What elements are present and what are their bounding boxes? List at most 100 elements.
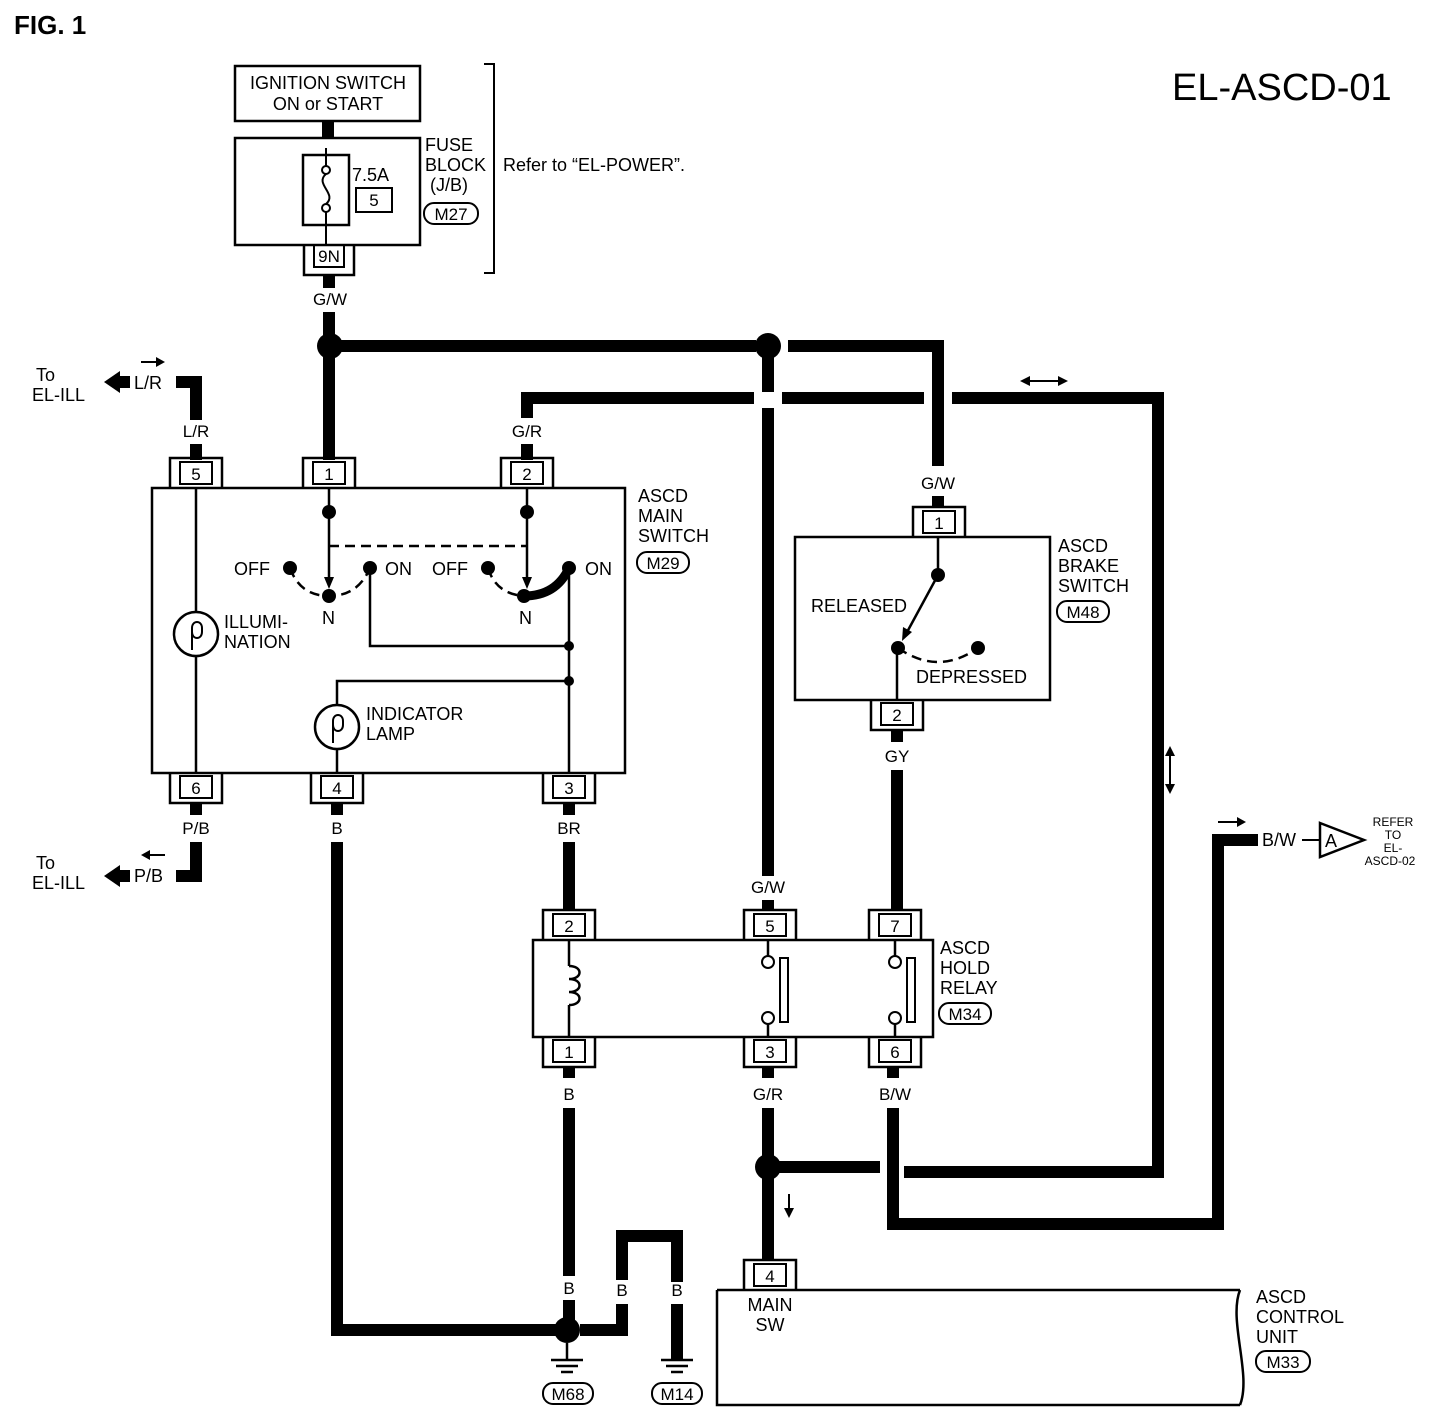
wire-label-bw-relay: B/W bbox=[879, 1085, 911, 1104]
svg-text:3: 3 bbox=[765, 1043, 774, 1062]
brake-switch-line2: BRAKE bbox=[1058, 556, 1119, 576]
relay-pin-2: 2 bbox=[541, 908, 597, 940]
to-ill-bottom-line2: EL-ILL bbox=[32, 873, 85, 893]
svg-text:5: 5 bbox=[191, 465, 200, 484]
ignition-line2: ON or START bbox=[273, 94, 383, 114]
to-ill-bottom-line1: To bbox=[36, 853, 55, 873]
direction-arrow-lr-icon bbox=[141, 357, 165, 367]
svg-text:6: 6 bbox=[191, 779, 200, 798]
fuse-number: 5 bbox=[369, 191, 378, 210]
document-id: EL-ASCD-01 bbox=[1172, 67, 1392, 109]
arrow-to-el-ill-top-icon bbox=[104, 371, 120, 393]
wire-label-b-ground-1: B bbox=[563, 1279, 574, 1298]
wire-label-b-relay: B bbox=[563, 1085, 574, 1104]
wire-label-lr-ext: L/R bbox=[134, 373, 162, 393]
svg-text:9N: 9N bbox=[318, 247, 340, 266]
switch-left-on: ON bbox=[385, 559, 412, 579]
wire-label-gr-top: G/R bbox=[512, 422, 542, 441]
svg-text:1: 1 bbox=[934, 514, 943, 533]
wire-label-bw-ext: B/W bbox=[1262, 830, 1296, 850]
ascd-brake-switch: 1 2 RELEASED DEPRESSED ASCD BRAKE SWITCH… bbox=[793, 505, 1129, 732]
relay-pin-5: 5 bbox=[742, 908, 798, 940]
fuse-block-line1: FUSE bbox=[425, 135, 473, 155]
ground-symbol-m68: M68 bbox=[542, 1358, 594, 1405]
ground-symbol-m14: M14 bbox=[651, 1358, 703, 1405]
main-switch-pin-1: 1 bbox=[301, 456, 357, 488]
main-switch-line1: ASCD bbox=[638, 486, 688, 506]
relay-line1: ASCD bbox=[940, 938, 990, 958]
brake-switch-line3: SWITCH bbox=[1058, 576, 1129, 596]
control-unit-main-sw-line1: MAIN bbox=[748, 1295, 793, 1315]
svg-text:2: 2 bbox=[892, 706, 901, 725]
indicator-line2: LAMP bbox=[366, 724, 415, 744]
splice-ground bbox=[554, 1317, 580, 1343]
main-switch-line2: MAIN bbox=[638, 506, 683, 526]
fuse-block: 7.5A 5 FUSE BLOCK (J/B) M27 bbox=[233, 135, 486, 247]
ground-m68-label: M68 bbox=[551, 1385, 584, 1404]
wire-label-gw-relay: G/W bbox=[751, 878, 785, 897]
control-unit-line3: UNIT bbox=[1256, 1327, 1298, 1347]
relay-line2: HOLD bbox=[940, 958, 990, 978]
wire-label-b-main: B bbox=[331, 819, 342, 838]
svg-text:2: 2 bbox=[522, 465, 531, 484]
brake-switch-connector: M48 bbox=[1066, 603, 1099, 622]
wire-label-lr: L/R bbox=[183, 422, 209, 441]
wire-label-b-ground-2: B bbox=[616, 1281, 627, 1300]
svg-text:1: 1 bbox=[564, 1043, 573, 1062]
control-unit-line1: ASCD bbox=[1256, 1287, 1306, 1307]
svg-text:6: 6 bbox=[890, 1043, 899, 1062]
main-switch-pin-6: 6 bbox=[168, 773, 224, 805]
splice-gr bbox=[755, 1154, 781, 1180]
illumination-line1: ILLUMI- bbox=[224, 612, 288, 632]
direction-arrow-pb-icon bbox=[141, 850, 165, 860]
wire-label-gr-relay: G/R bbox=[753, 1085, 783, 1104]
relay-pin-6: 6 bbox=[867, 1037, 923, 1069]
svg-text:A: A bbox=[1325, 831, 1337, 851]
ignition-switch: IGNITION SWITCH ON or START bbox=[233, 64, 422, 123]
control-unit-pin-4: 4 bbox=[742, 1258, 798, 1290]
refer-line3: EL- bbox=[1384, 841, 1403, 855]
wire-label-pb: P/B bbox=[182, 819, 209, 838]
fuse-block-line2: BLOCK bbox=[425, 155, 486, 175]
brake-switch-pin-1: 1 bbox=[911, 505, 967, 537]
main-switch-pin-4: 4 bbox=[309, 773, 365, 805]
relay-line3: RELAY bbox=[940, 978, 998, 998]
fuse-rating: 7.5A bbox=[352, 165, 389, 185]
main-switch-line3: SWITCH bbox=[638, 526, 709, 546]
switch-right-n: N bbox=[519, 608, 532, 628]
fuse-block-connector: M27 bbox=[434, 205, 467, 224]
illumination-line2: NATION bbox=[224, 632, 291, 652]
relay-pin-1: 1 bbox=[541, 1037, 597, 1069]
control-unit-connector: M33 bbox=[1266, 1353, 1299, 1372]
svg-text:1: 1 bbox=[324, 465, 333, 484]
ground-m14-label: M14 bbox=[660, 1385, 693, 1404]
svg-text:7: 7 bbox=[890, 917, 899, 936]
svg-text:2: 2 bbox=[564, 917, 573, 936]
refer-line4: ASCD-02 bbox=[1365, 854, 1416, 868]
brake-released: RELEASED bbox=[811, 596, 907, 616]
wire-label-b-ground-3: B bbox=[671, 1281, 682, 1300]
switch-right-on: ON bbox=[585, 559, 612, 579]
wire-label-gw-brake: G/W bbox=[921, 474, 955, 493]
refer-el-power: Refer to “EL-POWER”. bbox=[503, 155, 685, 175]
double-arrow-vertical-icon bbox=[1165, 746, 1175, 794]
ascd-main-switch: 5 1 2 6 4 3 ILLUMI- NATION OFF ON N bbox=[150, 456, 709, 805]
refer-line1: REFER bbox=[1373, 815, 1414, 829]
main-switch-pin-3: 3 bbox=[541, 773, 597, 805]
brake-switch-pin-2: 2 bbox=[869, 700, 925, 732]
control-unit-line2: CONTROL bbox=[1256, 1307, 1344, 1327]
relay-pin-7: 7 bbox=[867, 908, 923, 940]
svg-text:5: 5 bbox=[765, 917, 774, 936]
to-ill-top-line1: To bbox=[36, 365, 55, 385]
indicator-line1: INDICATOR bbox=[366, 704, 463, 724]
direction-arrow-bw-icon bbox=[1218, 817, 1246, 827]
svg-text:4: 4 bbox=[332, 779, 341, 798]
direction-arrow-gr-icon bbox=[784, 1194, 794, 1218]
refer-bracket bbox=[484, 63, 495, 274]
ignition-line1: IGNITION SWITCH bbox=[250, 73, 406, 93]
relay-connector: M34 bbox=[948, 1005, 981, 1024]
to-ill-top-line2: EL-ILL bbox=[32, 385, 85, 405]
double-arrow-horizontal-icon bbox=[1020, 376, 1068, 386]
refer-connector-a: A bbox=[1318, 821, 1368, 859]
